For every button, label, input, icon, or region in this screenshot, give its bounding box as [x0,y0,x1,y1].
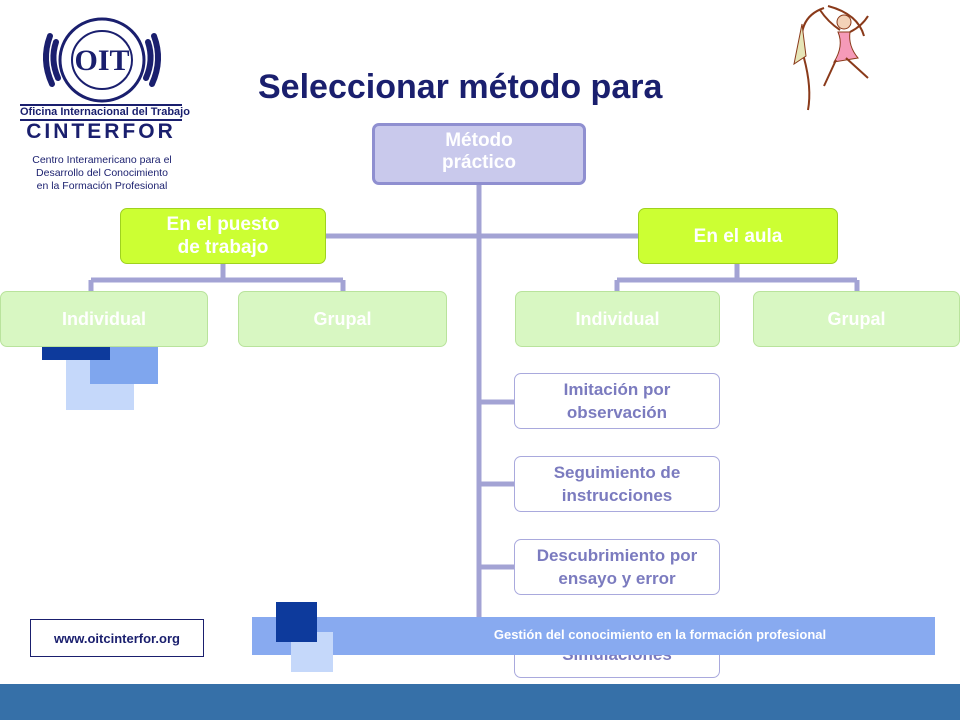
classroom-individual-label: Individual [575,308,660,329]
logo-rule [20,104,182,106]
dancer-clipart [793,5,869,111]
footer-decor-dark [276,602,317,642]
method-label: Imitación por observación [563,380,671,422]
method-node: Seguimiento de instrucciones [514,456,720,512]
footer-tagline: Gestión del conocimiento en la formación… [493,627,827,642]
method-node: Descubrimiento por ensayo y error [514,539,720,595]
footer-band [252,617,935,655]
logo-rule [20,119,182,121]
root-node: Método práctico [372,123,586,185]
method-label: Seguimiento de instrucciones [553,463,681,505]
svg-text:OIT: OIT [74,44,129,77]
classroom-group-label: Grupal [827,308,886,329]
logo-subtitle: Centro Interamericano para el Desarrollo… [32,154,172,192]
workplace-individual-node: Individual [0,291,208,347]
classroom-label: En el aula [693,225,783,247]
workplace-node: En el puesto de trabajo [120,208,326,264]
root-label: Método práctico [442,130,516,173]
method-label: Descubrimiento por ensayo y error [536,546,698,588]
logo-brand: CINTERFOR [26,120,176,143]
workplace-group-label: Grupal [313,308,372,329]
workplace-individual-label: Individual [61,308,146,329]
website-link[interactable]: www.oitcinterfor.org [30,619,204,657]
classroom-node: En el aula [638,208,838,264]
method-node: Imitación por observación [514,373,720,429]
workplace-label: En el puesto de trabajo [166,214,280,258]
oit-logo-emblem: OIT [43,17,161,103]
classroom-individual-node: Individual [515,291,720,347]
classroom-group-node: Grupal [753,291,960,347]
page-title: Seleccionar método para [258,68,663,106]
logo-org-line: Oficina Internacional del Trabajo [20,106,190,118]
bottom-bar [0,684,960,720]
workplace-group-node: Grupal [238,291,447,347]
